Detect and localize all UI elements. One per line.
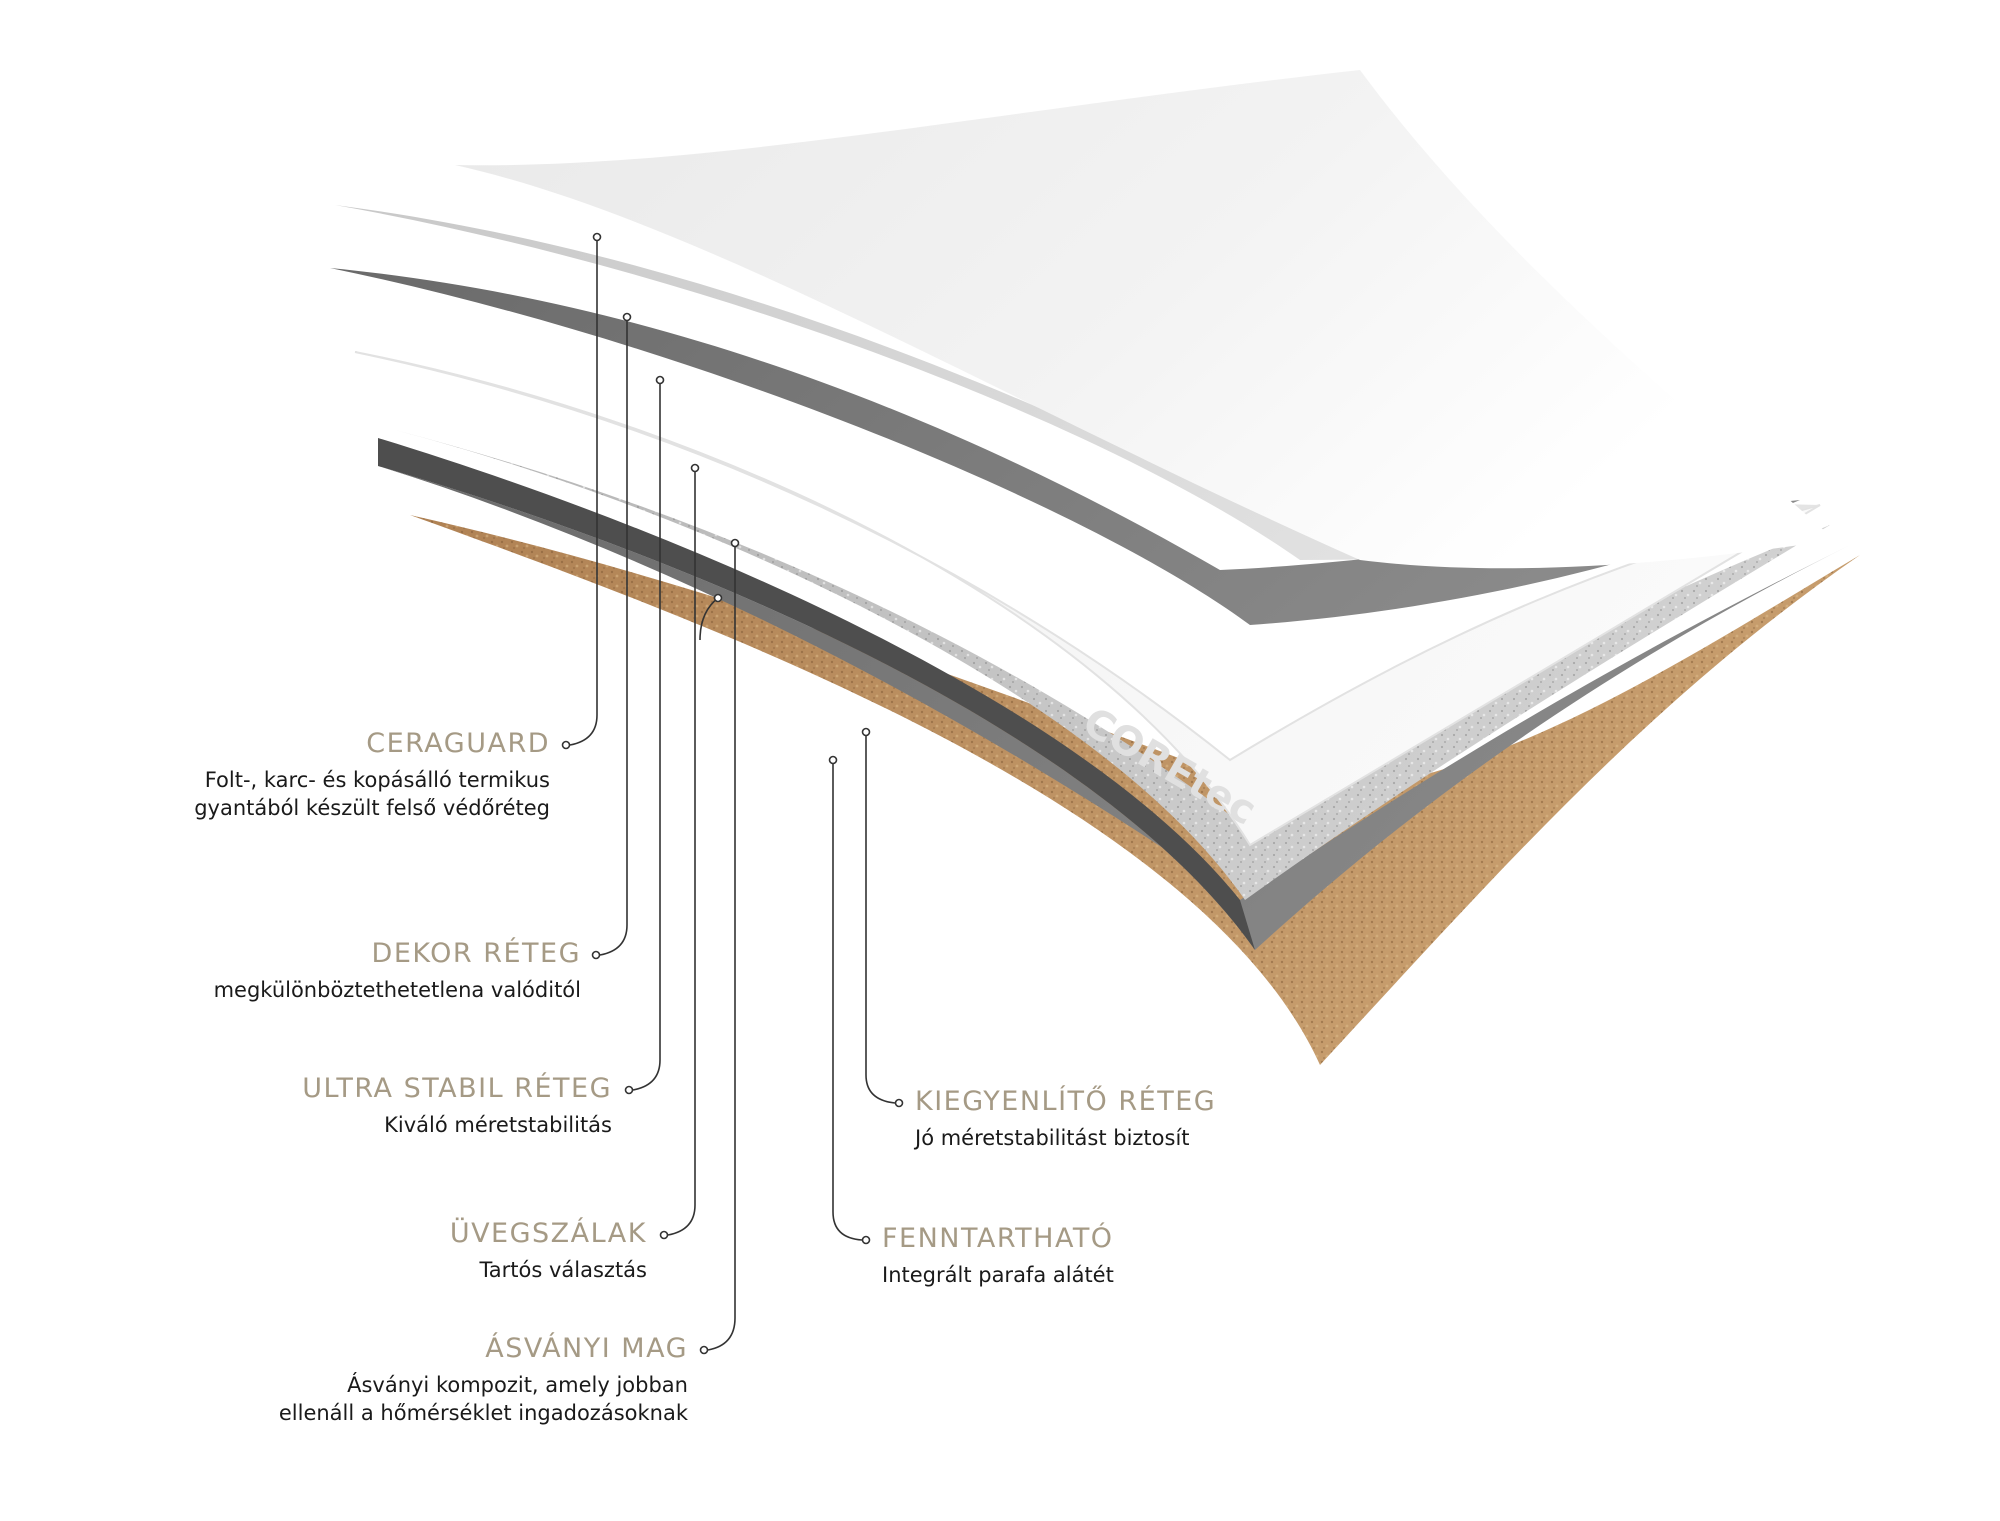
leader-dot	[594, 234, 601, 241]
label-kiegyenlito: KIEGYENLÍTŐ RÉTEG Jó méretstabilitást bi…	[915, 1088, 1216, 1152]
leader-ceraguard	[570, 237, 597, 745]
label-dekor: DEKOR RÉTEG megkülönböztethetetlena való…	[214, 940, 581, 1004]
label-fenntarthato: FENNTARTHATÓ Integrált parafa alátét	[882, 1225, 1114, 1289]
fenntarthato-desc: Integrált parafa alátét	[882, 1261, 1114, 1289]
asvanyi-desc-line2: ellenáll a hőmérséklet ingadozásoknak	[279, 1399, 688, 1427]
uveg-desc: Tartós választás	[450, 1256, 647, 1284]
fenntarthato-title: FENNTARTHATÓ	[882, 1225, 1114, 1252]
label-ultra: ULTRA STABIL RÉTEG Kiváló méretstabilitá…	[302, 1075, 612, 1139]
label-uveg: ÜVEGSZÁLAK Tartós választás	[450, 1220, 647, 1284]
leader-dot	[692, 465, 699, 472]
dekor-desc: megkülönböztethetetlena valóditól	[214, 976, 581, 1004]
leader-end-dot	[661, 1232, 668, 1239]
leader-fiber-hook	[700, 598, 718, 640]
ultra-title: ULTRA STABIL RÉTEG	[302, 1075, 612, 1102]
asvanyi-desc-line1: Ásványi kompozit, amely jobban	[279, 1371, 688, 1399]
leader-end-dot	[626, 1087, 633, 1094]
leader-dot	[863, 729, 870, 736]
ceraguard-desc-line2: gyantából készült felső védőréteg	[194, 794, 550, 822]
leader-dot	[732, 540, 739, 547]
leader-kiegyenlito	[866, 732, 895, 1103]
kiegyenlito-title: KIEGYENLÍTŐ RÉTEG	[915, 1088, 1216, 1115]
ceraguard-desc-line1: Folt-, karc- és kopásálló termikus	[194, 766, 550, 794]
leader-asvanyi	[708, 543, 735, 1350]
leader-dekor	[600, 317, 627, 955]
label-ceraguard: CERAGUARD Folt-, karc- és kopásálló term…	[194, 730, 550, 822]
uveg-title: ÜVEGSZÁLAK	[450, 1220, 647, 1247]
kiegyenlito-desc: Jó méretstabilitást biztosít	[915, 1124, 1216, 1152]
ultra-desc: Kiváló méretstabilitás	[302, 1111, 612, 1139]
leader-uveg	[668, 468, 695, 1235]
leader-end-dot	[896, 1100, 903, 1107]
dekor-title: DEKOR RÉTEG	[214, 940, 581, 967]
asvanyi-title: ÁSVÁNYI MAG	[279, 1335, 688, 1362]
leader-dot	[624, 314, 631, 321]
leader-ultra	[633, 380, 660, 1090]
label-asvanyi: ÁSVÁNYI MAG Ásványi kompozit, amely jobb…	[279, 1335, 688, 1427]
ceraguard-title: CERAGUARD	[194, 730, 550, 757]
leader-end-dot	[563, 742, 570, 749]
leader-end-dot	[701, 1347, 708, 1354]
leader-dot	[715, 595, 722, 602]
leader-end-dot	[863, 1237, 870, 1244]
leader-end-dot	[593, 952, 600, 959]
leader-fenntarthato	[833, 760, 862, 1240]
leader-dot	[830, 757, 837, 764]
leader-dot	[657, 377, 664, 384]
